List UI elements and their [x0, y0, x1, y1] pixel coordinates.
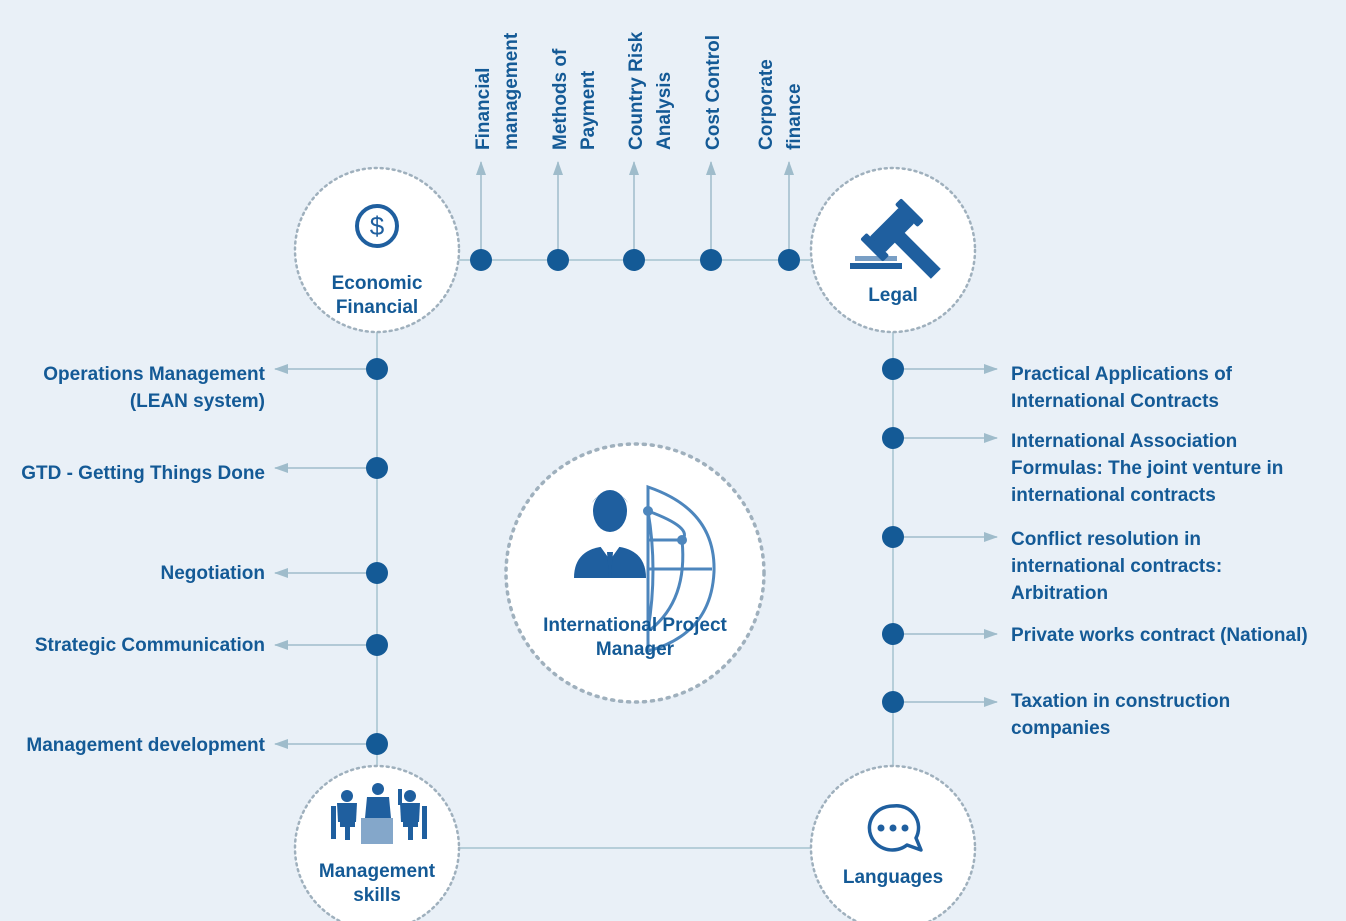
top-item-label: Financial management	[473, 32, 522, 150]
center-label: International Project Manager	[543, 615, 727, 660]
legal-hub-label: Legal	[868, 285, 918, 306]
left-dot-5	[366, 733, 388, 755]
top-branch-arrows	[476, 161, 794, 252]
right-dot-3	[882, 526, 904, 548]
right-item-label: Practical Applications of International …	[1011, 364, 1233, 412]
right-dot-5	[882, 691, 904, 713]
top-dot-4	[700, 249, 722, 271]
left-item-label: Operations Management (LEAN system)	[43, 364, 265, 412]
languages-hub-circle	[809, 764, 977, 921]
person-icon	[574, 490, 646, 578]
project-manager-icon	[574, 484, 716, 653]
left-branch-arrows	[274, 364, 370, 749]
speech-bubble-icon	[867, 803, 923, 852]
right-item-label: Taxation in construction companies	[1011, 691, 1231, 739]
right-item-label: International Association Formulas: The …	[1011, 431, 1284, 506]
connector-dots	[366, 249, 904, 755]
left-dot-4	[366, 634, 388, 656]
legal-hub-circle	[809, 166, 977, 334]
top-dot-3	[623, 249, 645, 271]
left-dot-1	[366, 358, 388, 380]
left-item-label: Negotiation	[160, 563, 266, 584]
economic-hub-circle	[293, 166, 461, 334]
management-hub-label: Management skills	[318, 861, 436, 906]
right-dot-4	[882, 623, 904, 645]
top-dot-5	[778, 249, 800, 271]
left-item-label: Strategic Communication	[34, 635, 265, 656]
top-item-label: Country Risk Analysis	[626, 31, 675, 150]
languages-hub-label: Languages	[842, 867, 944, 888]
left-dot-3	[366, 562, 388, 584]
left-item-label: GTD - Getting Things Done	[21, 463, 265, 484]
economic-hub-label: Economic Financial	[331, 273, 423, 318]
gavel-icon	[850, 199, 941, 279]
top-item-label: Methods of Payment	[550, 48, 599, 150]
top-dot-1	[470, 249, 492, 271]
globe-icon	[646, 484, 716, 653]
right-branch-arrows	[900, 364, 998, 707]
top-item-label: Corporate finance	[756, 59, 805, 150]
dollar-icon: $	[355, 204, 399, 248]
top-item-label: Cost Control	[703, 34, 724, 150]
right-item-label: Conflict resolution in international con…	[1011, 529, 1223, 604]
svg-text:$: $	[370, 211, 385, 241]
right-item-label: Private works contract (National)	[1011, 625, 1308, 646]
meeting-icon	[331, 783, 427, 844]
right-dot-2	[882, 427, 904, 449]
right-dot-1	[882, 358, 904, 380]
top-dot-2	[547, 249, 569, 271]
left-dot-2	[366, 457, 388, 479]
left-item-label: Management development	[26, 735, 265, 756]
